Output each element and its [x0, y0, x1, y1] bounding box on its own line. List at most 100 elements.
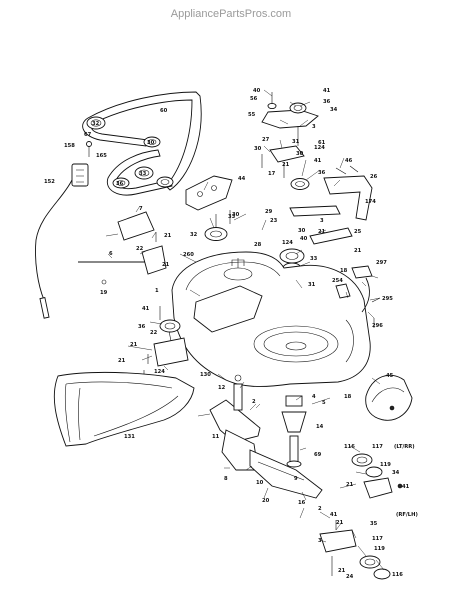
callout-254: 254 — [332, 278, 343, 284]
callout-30: 30 — [232, 212, 240, 218]
callout-16: 16 — [298, 500, 306, 506]
discharge-chute[interactable] — [53, 371, 195, 447]
mower-deck-housing[interactable] — [167, 251, 371, 387]
callout-22: 22 — [136, 246, 144, 252]
callout-10: 10 — [256, 480, 264, 486]
pulley-36-belt-c[interactable] — [156, 176, 174, 188]
callout-7: 7 — [139, 206, 143, 212]
spindle-pulley-stack-lt-rr[interactable] — [351, 453, 403, 499]
callout-3: 3 — [320, 218, 324, 224]
callout-23: 23 — [270, 218, 278, 224]
callout-260: 260 — [183, 252, 194, 258]
callout-28: 28 — [254, 242, 262, 248]
idler-arm[interactable] — [261, 145, 310, 190]
spindle-pulley-left[interactable] — [204, 210, 231, 241]
callout-36: 36 — [318, 170, 326, 176]
callout-2: 2 — [318, 506, 322, 512]
callout-18: 18 — [340, 268, 348, 274]
callout-27: 27 — [262, 137, 270, 143]
idler-bracket-top[interactable] — [261, 92, 319, 146]
callout-41: 41 — [314, 158, 322, 164]
lift-cable-assembly[interactable] — [35, 141, 92, 319]
pulley-32-top[interactable] — [86, 116, 106, 130]
callout-21: 21 — [338, 568, 346, 574]
callout-117: 117 — [372, 444, 383, 450]
callout-44: 44 — [238, 176, 246, 182]
front-hanger-bracket[interactable] — [117, 211, 157, 242]
front-bracket-22[interactable] — [143, 337, 189, 376]
callout-56: 56 — [250, 96, 258, 102]
callout-24: 24 — [346, 574, 354, 580]
callout-4: 4 — [312, 394, 316, 400]
callout-41: 41 — [402, 484, 410, 490]
front-idler-pulley[interactable] — [159, 306, 181, 333]
callout-6: 6 — [109, 251, 113, 257]
callout-45: 45 — [386, 373, 394, 379]
callout-117: 117 — [372, 536, 383, 542]
callout-67: 67 — [84, 132, 92, 138]
callout-2: 2 — [252, 399, 256, 405]
callout-32: 32 — [190, 232, 198, 238]
callout-119: 119 — [380, 462, 391, 468]
callout-9: 9 — [294, 476, 298, 482]
callout-61: 61 — [318, 140, 326, 146]
callout-21: 21 — [118, 358, 126, 364]
mower-blade-left[interactable] — [209, 399, 261, 471]
callout-124: 124 — [314, 145, 325, 151]
callout-69: 69 — [314, 452, 322, 458]
callout-174: 174 — [365, 199, 376, 205]
callout-40: 40 — [253, 88, 261, 94]
callout-3: 3 — [312, 124, 316, 130]
pulley-33-belt[interactable] — [134, 166, 154, 180]
callout-21: 21 — [318, 229, 326, 235]
spindle-pulley-stack-rf-lh[interactable] — [319, 520, 391, 580]
callout-40: 40 — [300, 236, 308, 242]
deck-hanger-right[interactable] — [335, 265, 381, 328]
callout-34: 34 — [330, 107, 338, 113]
watermark: AppliancePartsPros.com — [171, 8, 291, 20]
callout-131: 131 — [124, 434, 135, 440]
mower-blade-right[interactable] — [249, 449, 323, 499]
side-label-lt-rr: (LT/RR) — [394, 444, 415, 450]
deck-bracket-174[interactable] — [323, 165, 373, 221]
spindle-assembly-14[interactable] — [281, 395, 307, 468]
callout-36: 36 — [323, 99, 331, 105]
side-label-rf-lh: (RF/LH) — [396, 512, 418, 518]
callout-41: 41 — [142, 306, 150, 312]
callout-21: 21 — [354, 248, 362, 254]
pulley-36-belt-b[interactable] — [112, 177, 130, 189]
callout-31: 31 — [292, 139, 300, 145]
callout-1: 1 — [155, 288, 159, 294]
pulley-36-belt-a[interactable] — [143, 136, 161, 148]
callout-21: 21 — [282, 162, 290, 168]
callout-41: 41 — [330, 512, 338, 518]
callout-14: 14 — [316, 424, 324, 430]
callout-33: 33 — [228, 214, 236, 220]
callout-labels: 40 41 56 36 34 55 3 61 124 27 31 30 30 1… — [44, 88, 418, 580]
leader-lines — [105, 89, 385, 571]
callout-130: 130 — [200, 372, 211, 378]
callout-124: 124 — [282, 240, 293, 246]
callout-33: 33 — [139, 171, 147, 177]
callout-32: 32 — [92, 121, 100, 127]
callout-22: 22 — [150, 330, 158, 336]
link-arm-25[interactable] — [289, 205, 353, 245]
callout-29: 29 — [265, 209, 273, 215]
callout-165: 165 — [96, 153, 107, 159]
callout-12: 12 — [218, 385, 226, 391]
callout-31: 31 — [308, 282, 316, 288]
spindle-assembly-12[interactable] — [233, 374, 243, 411]
callout-30: 30 — [298, 228, 306, 234]
callout-8: 8 — [224, 476, 228, 482]
callout-17: 17 — [268, 171, 276, 177]
blade-guard-45[interactable] — [365, 374, 413, 421]
front-link-rod[interactable] — [78, 245, 167, 285]
callout-30: 30 — [147, 140, 155, 146]
drive-belt[interactable] — [82, 91, 202, 196]
callout-124: 124 — [154, 369, 165, 375]
belt-guide-44[interactable] — [185, 175, 233, 211]
callout-3: 3 — [318, 538, 322, 544]
callout-21: 21 — [336, 520, 344, 526]
callout-116: 116 — [392, 572, 403, 578]
